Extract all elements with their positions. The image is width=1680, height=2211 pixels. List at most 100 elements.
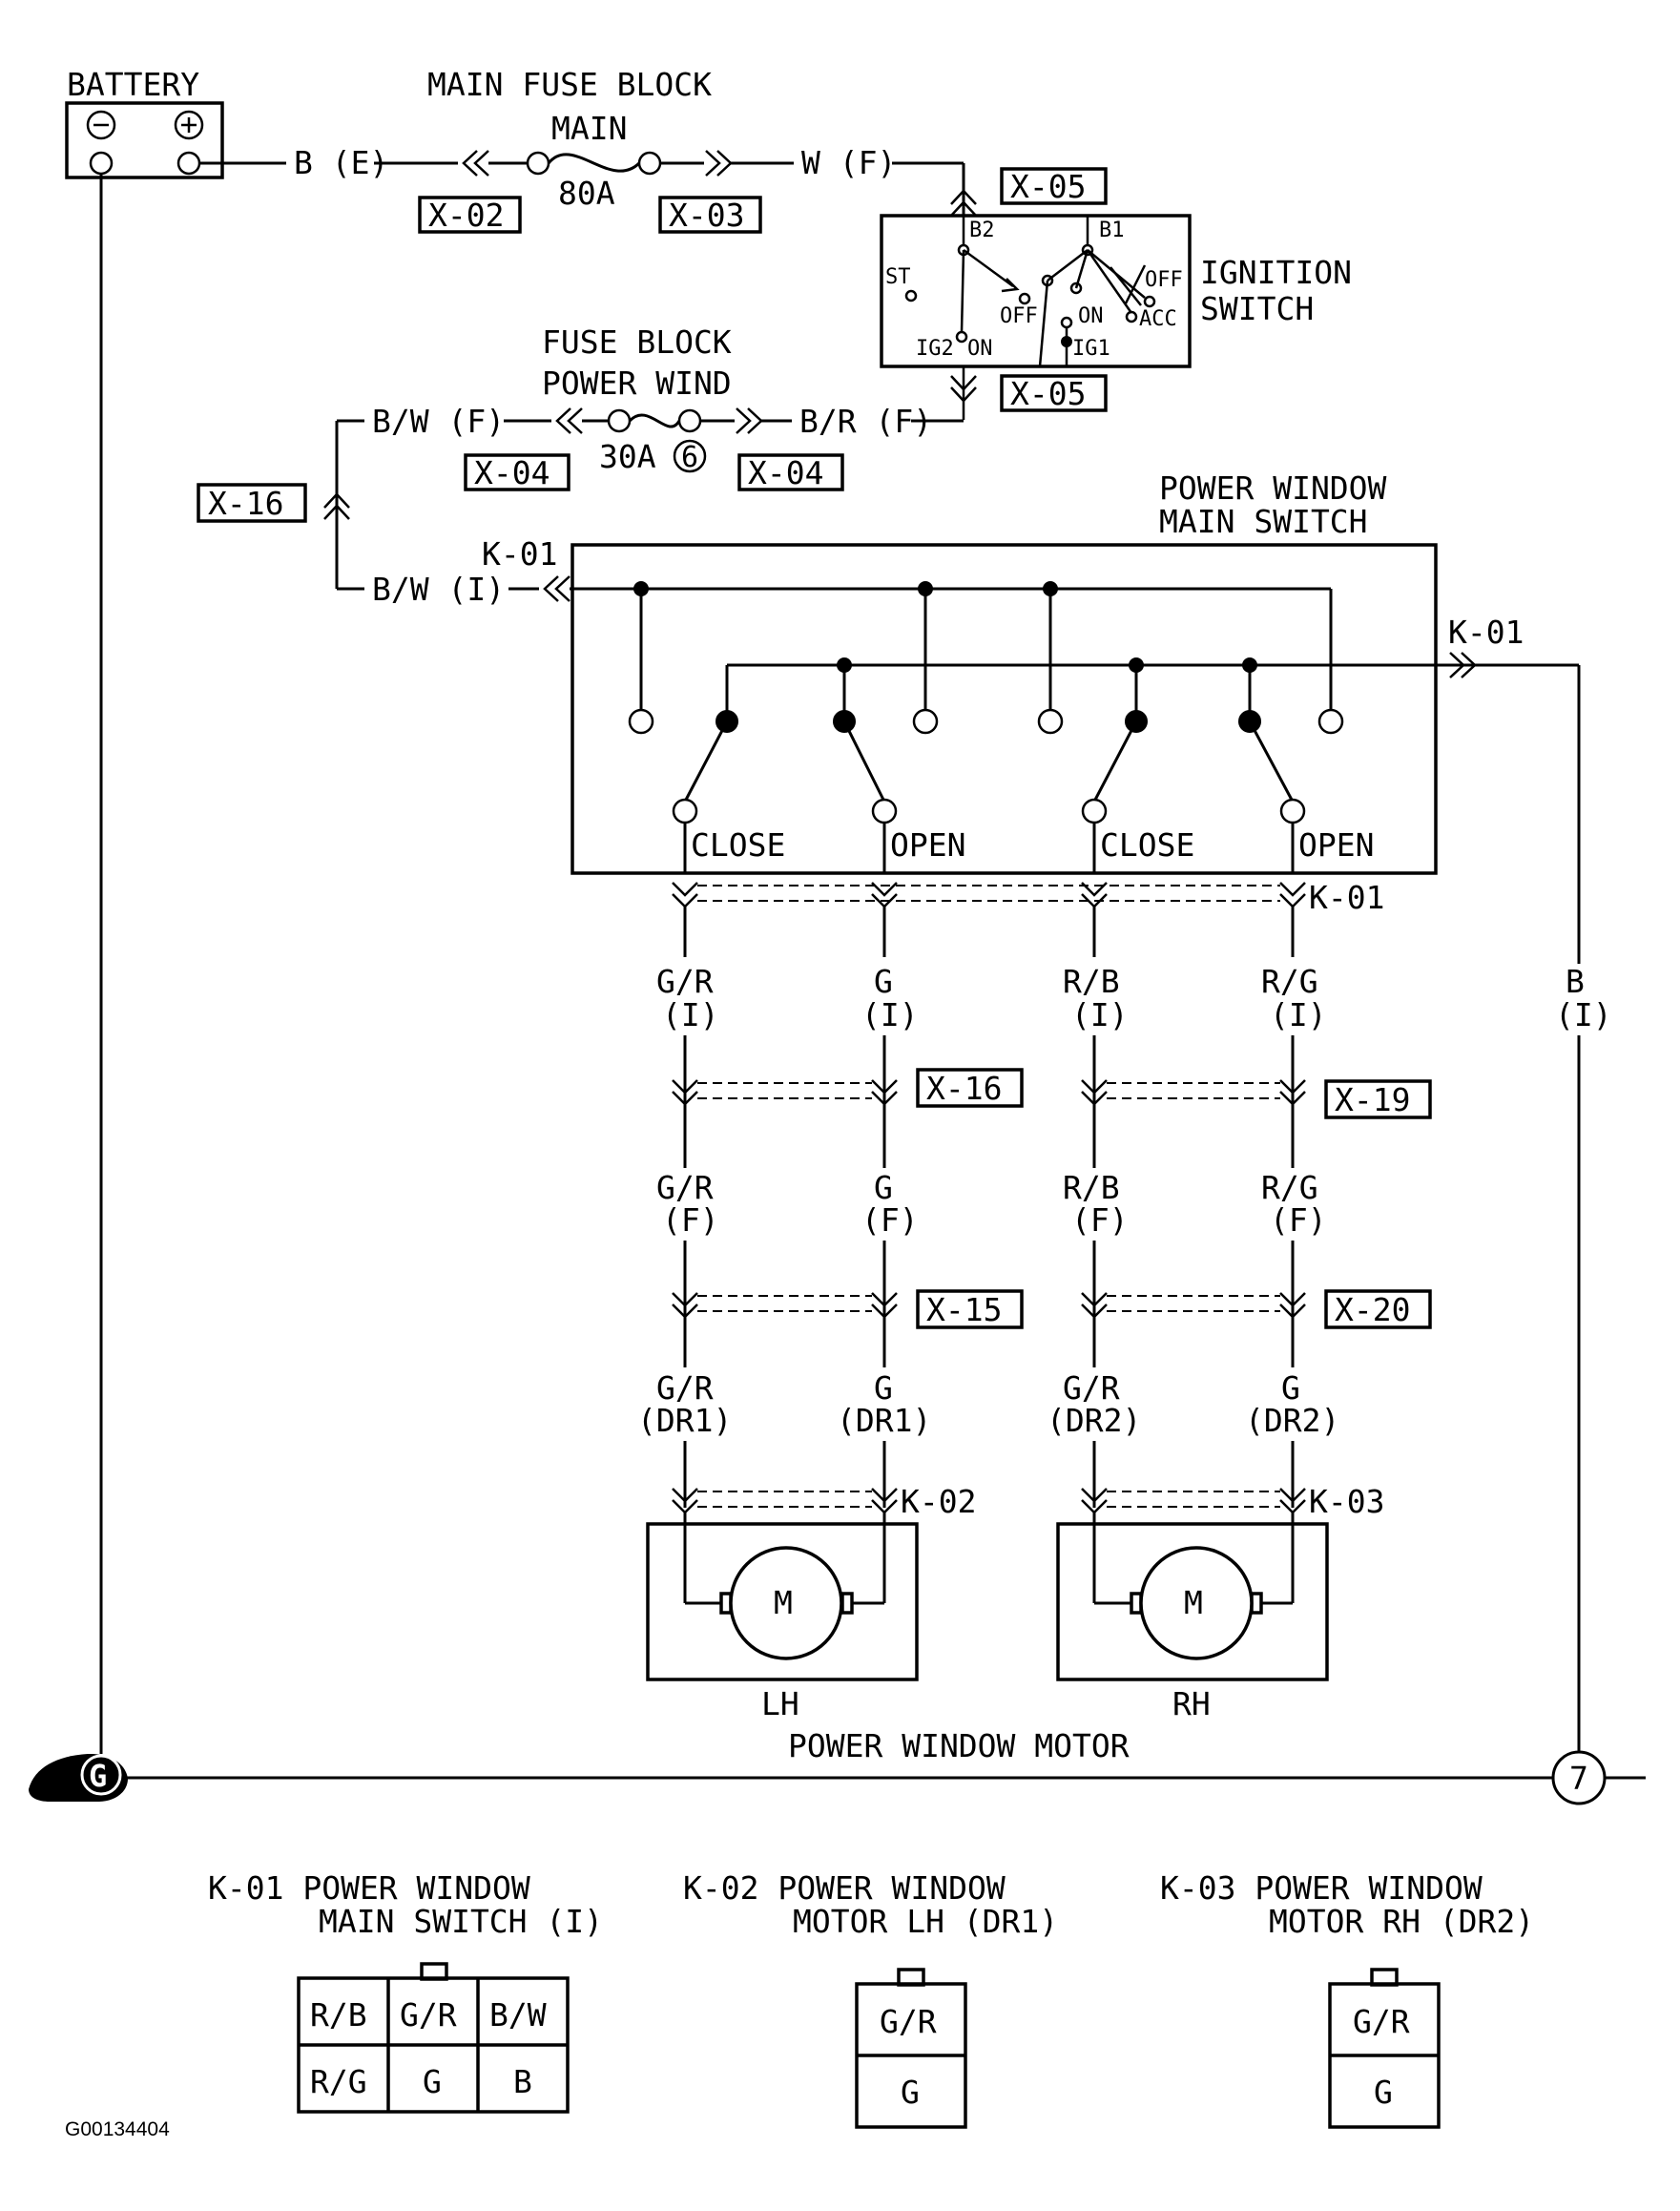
conn-x16-mid: X-16 [926,1070,1002,1107]
ignition-switch-title-2: SWITCH [1200,290,1314,327]
k01-pin-gr: G/R [400,1996,457,2034]
wire-dr-1-color: G/R [656,1369,714,1407]
k02-pin-gr: G/R [880,2003,937,2040]
fuse-number: 6 [681,441,698,474]
legend-k03-line1: K-03 POWER WINDOW [1160,1869,1483,1907]
wire-i-2-loc: (I) [861,996,919,1033]
low-connectors: X-15 X-20 [672,1289,1432,1329]
ground-symbol: G [29,1753,128,1802]
switch-pos-open-rh: OPEN [1298,826,1374,864]
conn-x04-left: X-04 [474,454,550,491]
wire-dr-4-loc: (DR2) [1245,1402,1339,1439]
battery-label: BATTERY [67,66,199,103]
wire-i-1-loc: (I) [662,996,719,1033]
legend-k01-line2: MAIN SWITCH (I) [319,1903,603,1940]
wire-f-4-color: R/G [1261,1169,1318,1206]
k01-pin-rg: R/G [310,2063,367,2100]
ground-number: 7 [1569,1760,1588,1797]
conn-k02: K-02 [901,1483,976,1520]
term-acc: ACC [1139,307,1177,331]
wire-dr-3-loc: (DR2) [1047,1402,1141,1439]
wire-i-4-loc: (I) [1270,996,1327,1033]
ignition-switch-title-1: IGNITION [1200,254,1352,291]
fuse-block-title: FUSE BLOCK [542,323,732,361]
conn-x03: X-03 [669,197,744,234]
conn-k03: K-03 [1309,1483,1384,1520]
main-switch-title-2: MAIN SWITCH [1159,503,1368,540]
conn-x16-top: X-16 [208,485,283,522]
conn-x20: X-20 [1335,1291,1410,1328]
main-fuse-block-title: MAIN FUSE BLOCK [427,66,712,103]
motor-rh: K-03 M RH [1056,1483,1384,1722]
legend-k02-line1: K-02 POWER WINDOW [683,1869,1006,1907]
ignition-switch: X-05 IGNITION SWITCH B2 B1 ST IG2 ON OFF… [880,167,1352,420]
k01-pin-rb: R/B [310,1996,367,2034]
legend-k03-line2: MOTOR RH (DR2) [1269,1903,1534,1940]
legend-k01-line1: K-01 POWER WINDOW [208,1869,530,1907]
wire-i-2-color: G [874,963,893,1000]
wire-dr-2-color: G [874,1369,893,1407]
wire-dr-2-loc: (DR1) [837,1402,931,1439]
wire-f-2-color: G [874,1169,893,1206]
k01-bottom-connector: K-01 [672,879,1384,916]
main-fuse-block: MAIN FUSE BLOCK MAIN 80A X-02 X-03 W (F) [418,66,896,234]
wire-f-1-loc: (F) [662,1201,719,1239]
wire-i-1-color: G/R [656,963,714,1000]
conn-x02: X-02 [428,197,504,234]
switch-pos-close-lh: CLOSE [691,826,785,864]
term-on-right: ON [1078,304,1104,328]
term-ig1: IG1 [1072,337,1110,361]
motor-rh-label: RH [1172,1685,1211,1722]
k01-pin-b: B [513,2063,532,2100]
term-st: ST [885,265,911,289]
wire-b-e-label: B (E) [294,144,388,181]
fuse-block-fuse-name: POWER WIND [542,365,732,402]
wire-w-f-label: W (F) [801,144,896,181]
term-off-right: OFF [1145,268,1183,292]
term-b2: B2 [969,219,995,242]
k03-connector-face: G/R G [1328,1968,1441,2129]
term-ig2: IG2 [916,337,954,361]
motor-lh-symbol: M [774,1584,793,1621]
main-fuse-rating: 80A [558,175,615,212]
switch-pos-close-rh: CLOSE [1100,826,1194,864]
conn-x19: X-19 [1335,1081,1410,1118]
k01-pin-g: G [423,2063,442,2100]
ground-label: G [89,1758,107,1794]
term-b1: B1 [1099,219,1125,242]
wire-i-3-loc: (I) [1071,996,1129,1033]
wire-f-1-color: G/R [656,1169,714,1206]
fuse-block: FUSE BLOCK POWER WIND B/W (F) B/R (F) 30… [372,323,964,491]
wire-i-4-color: R/G [1261,963,1318,1000]
wire-b-color: B [1566,963,1585,1000]
term-on-left: ON [967,337,993,361]
figure-id: G00134404 [65,2118,170,2140]
conn-k01-right: K-01 [1448,614,1524,651]
wire-f-3-loc: (F) [1071,1201,1129,1239]
wire-br-f-label: B/R (F) [799,403,932,440]
ground-point-7: 7 [1551,1750,1607,1805]
wire-dr-4-color: G [1281,1369,1300,1407]
wire-f-4-loc: (F) [1270,1201,1327,1239]
legend-k02-line2: MOTOR LH (DR1) [793,1903,1058,1940]
fuse-block-rating: 30A [599,438,656,475]
wire-f-2-loc: (F) [861,1201,919,1239]
motor-rh-symbol: M [1184,1584,1203,1621]
conn-x05-top: X-05 [1010,168,1086,205]
conn-x04-right: X-04 [748,454,823,491]
wire-bw-i-label: B/W (I) [372,571,505,608]
main-switch-title-1: POWER WINDOW [1159,469,1387,507]
conn-k01-bottom: K-01 [1309,879,1384,916]
mid-connectors: X-16 X-19 [672,1068,1432,1119]
k02-pin-g: G [901,2074,920,2111]
battery: BATTERY [65,66,224,179]
main-fuse-name: MAIN [551,110,627,147]
term-off-left: OFF [1000,304,1038,328]
k03-pin-g: G [1374,2074,1393,2111]
k02-connector-face: G/R G [855,1968,967,2129]
power-window-motor-title: POWER WINDOW MOTOR [788,1727,1130,1764]
wire-bw-f-label: B/W (F) [372,403,505,440]
wire-b-loc: (I) [1555,996,1612,1033]
k01-connector-face: R/B G/R B/W R/G G B [297,1962,570,2114]
